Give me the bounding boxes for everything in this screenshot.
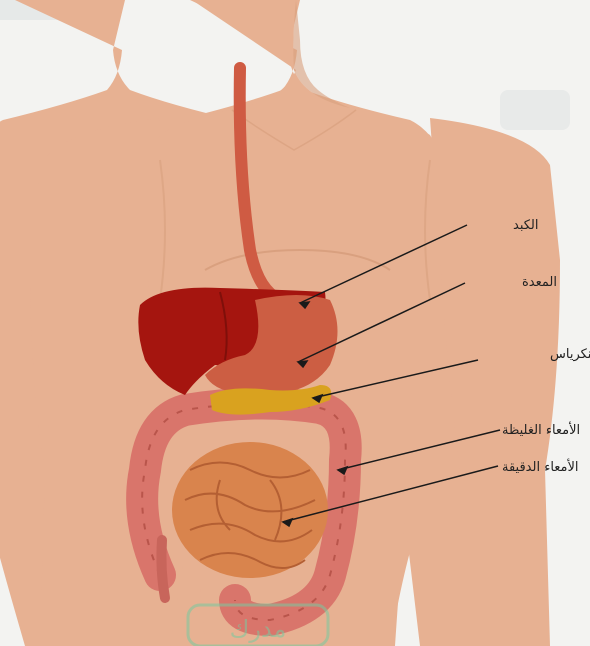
watermark-text: مدرك [230,615,287,643]
small-intestine-label: الأمعاء الدقيقة [502,458,579,475]
stomach-label: المعدة [522,275,557,290]
pancreas-label: البنكرياس [550,347,590,362]
small-intestine [172,442,328,578]
liver-label: الكبد [513,218,539,233]
large-intestine-label: الأمعاء الغليظة [502,421,580,438]
